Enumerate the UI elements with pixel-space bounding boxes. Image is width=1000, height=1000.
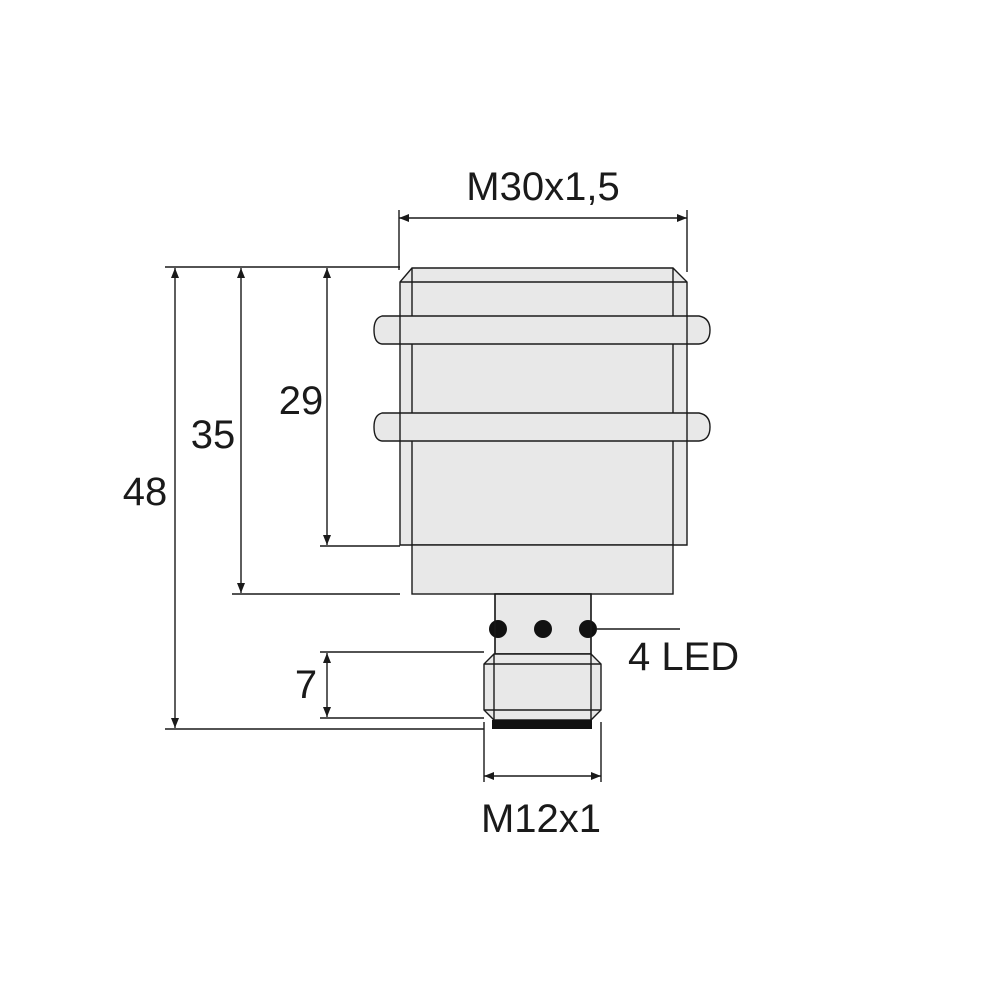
dim-total-length: 48 <box>123 268 179 728</box>
label-length-35: 35 <box>191 413 236 457</box>
led-dot-1 <box>489 620 507 638</box>
dim-length-35: 35 <box>191 268 245 593</box>
sensor-front-face <box>399 267 688 546</box>
dim-thread-main: M30x1,5 <box>398 165 688 272</box>
label-length-total: 48 <box>123 470 168 514</box>
lock-nut-lower <box>373 412 711 442</box>
label-length-29: 29 <box>279 379 324 423</box>
dim-thread-connector: M12x1 <box>481 722 602 841</box>
label-connector-length: 7 <box>295 663 317 707</box>
sensor-rear-housing <box>411 544 674 595</box>
led-dot-2 <box>534 620 552 638</box>
led-callout: 4 LED <box>597 628 739 679</box>
connector-end-face <box>492 720 592 729</box>
dim-length-29: 29 <box>279 268 331 545</box>
lock-nut-upper <box>373 315 711 345</box>
extension-lines <box>165 266 484 730</box>
label-led: 4 LED <box>628 635 739 679</box>
led-dot-3 <box>579 620 597 638</box>
sensor-body <box>373 267 711 729</box>
label-thread-main: M30x1,5 <box>466 165 619 209</box>
label-thread-connector: M12x1 <box>481 797 601 841</box>
dim-connector-length: 7 <box>295 653 331 717</box>
